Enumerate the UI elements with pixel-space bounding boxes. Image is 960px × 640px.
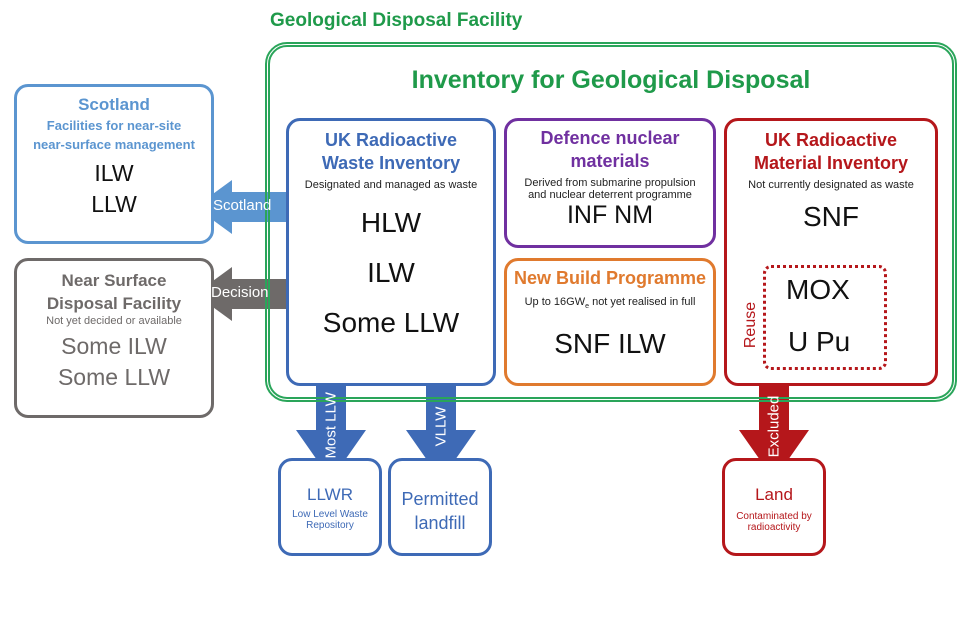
decision-arrow [195, 267, 286, 321]
land-subtitle-1: Contaminated by [736, 511, 812, 522]
uk-waste-item: Some LLW [322, 307, 460, 338]
llwr-title: LLWR [307, 485, 353, 504]
near-surface-disposal-box: Near Surface Disposal Facility Not yet d… [14, 258, 214, 418]
landfill-title-1: Permitted [401, 489, 479, 509]
scotland-arrow-label: Scotland [213, 197, 272, 214]
landfill-title-2: landfill [414, 513, 466, 533]
most-llw-arrow [296, 386, 366, 480]
llwr-subtitle-1: Low Level Waste [292, 509, 368, 520]
decision-arrow-label: Decision [211, 284, 269, 301]
nsdf-item: Some LLW [57, 364, 171, 390]
land-box: Land Contaminated by radioactivity [722, 458, 826, 556]
vllw-label: VLLW [432, 406, 450, 447]
vllw-arrow [406, 386, 476, 480]
inventory-title: Inventory for Geological Disposal [411, 66, 811, 94]
new-build-subtitle: Up to 16GWe not yet realised in full [524, 296, 696, 311]
defence-materials-box: Defence nuclear materials Derived from s… [504, 118, 716, 248]
gdf-title: Geological Disposal Facility [270, 10, 523, 31]
defence-subtitle-2: and nuclear deterrent programme [528, 189, 692, 201]
reuse-box: MOX U Pu [763, 265, 887, 370]
gdf-container [265, 42, 957, 402]
defence-subtitle-1: Derived from submarine propulsion [524, 177, 696, 189]
material-inventory-box: UK Radioactive Material Inventory Not cu… [724, 118, 938, 386]
reuse-item: U Pu [788, 326, 851, 357]
scotland-subtitle-2: near-surface management [33, 137, 195, 152]
excluded-label: Excluded [765, 395, 783, 458]
material-title-1: UK Radioactive [764, 130, 898, 150]
uk-waste-item: ILW [367, 257, 415, 288]
new-build-item: SNF ILW [554, 328, 666, 360]
new-build-box: New Build Programme Up to 16GWe not yet … [504, 258, 716, 386]
defence-title-2: materials [570, 151, 650, 171]
scotland-title: Scotland [78, 95, 150, 114]
uk-waste-inventory-box: UK Radioactive Waste Inventory Designate… [286, 118, 496, 386]
uk-waste-title-1: UK Radioactive [324, 130, 458, 150]
llwr-box: LLWR Low Level Waste Repository [278, 458, 382, 556]
material-title-2: Material Inventory [753, 153, 909, 173]
nsdf-title-1: Near Surface [61, 271, 167, 290]
excluded-arrow [739, 386, 809, 480]
reuse-item: MOX [786, 274, 850, 305]
uk-waste-subtitle: Designated and managed as waste [304, 179, 478, 191]
material-item: SNF [803, 201, 859, 232]
scotland-subtitle-1: Facilities for near-site [46, 118, 182, 133]
reuse-label: Reuse [742, 301, 760, 349]
scotland-arrow [195, 180, 286, 234]
land-subtitle-2: radioactivity [747, 522, 801, 533]
uk-waste-item: HLW [360, 207, 422, 238]
defence-item: INF NM [566, 201, 654, 229]
scotland-box: Scotland Facilities for near-site near-s… [14, 84, 214, 244]
permitted-landfill-box: Permitted landfill [388, 458, 492, 556]
nsdf-subtitle: Not yet decided or available [46, 315, 182, 327]
llwr-subtitle-2: Repository [306, 520, 354, 531]
material-subtitle: Not currently designated as waste [748, 179, 914, 191]
new-build-title: New Build Programme [513, 268, 707, 288]
scotland-item: LLW [91, 191, 137, 217]
land-title: Land [755, 485, 793, 504]
scotland-item: ILW [94, 160, 134, 186]
most-llw-label: Most LLW [322, 392, 340, 459]
defence-title-1: Defence nuclear [540, 128, 680, 148]
uk-waste-title-2: Waste Inventory [321, 153, 461, 173]
nsdf-item: Some ILW [61, 333, 167, 359]
nsdf-title-2: Disposal Facility [46, 294, 182, 313]
